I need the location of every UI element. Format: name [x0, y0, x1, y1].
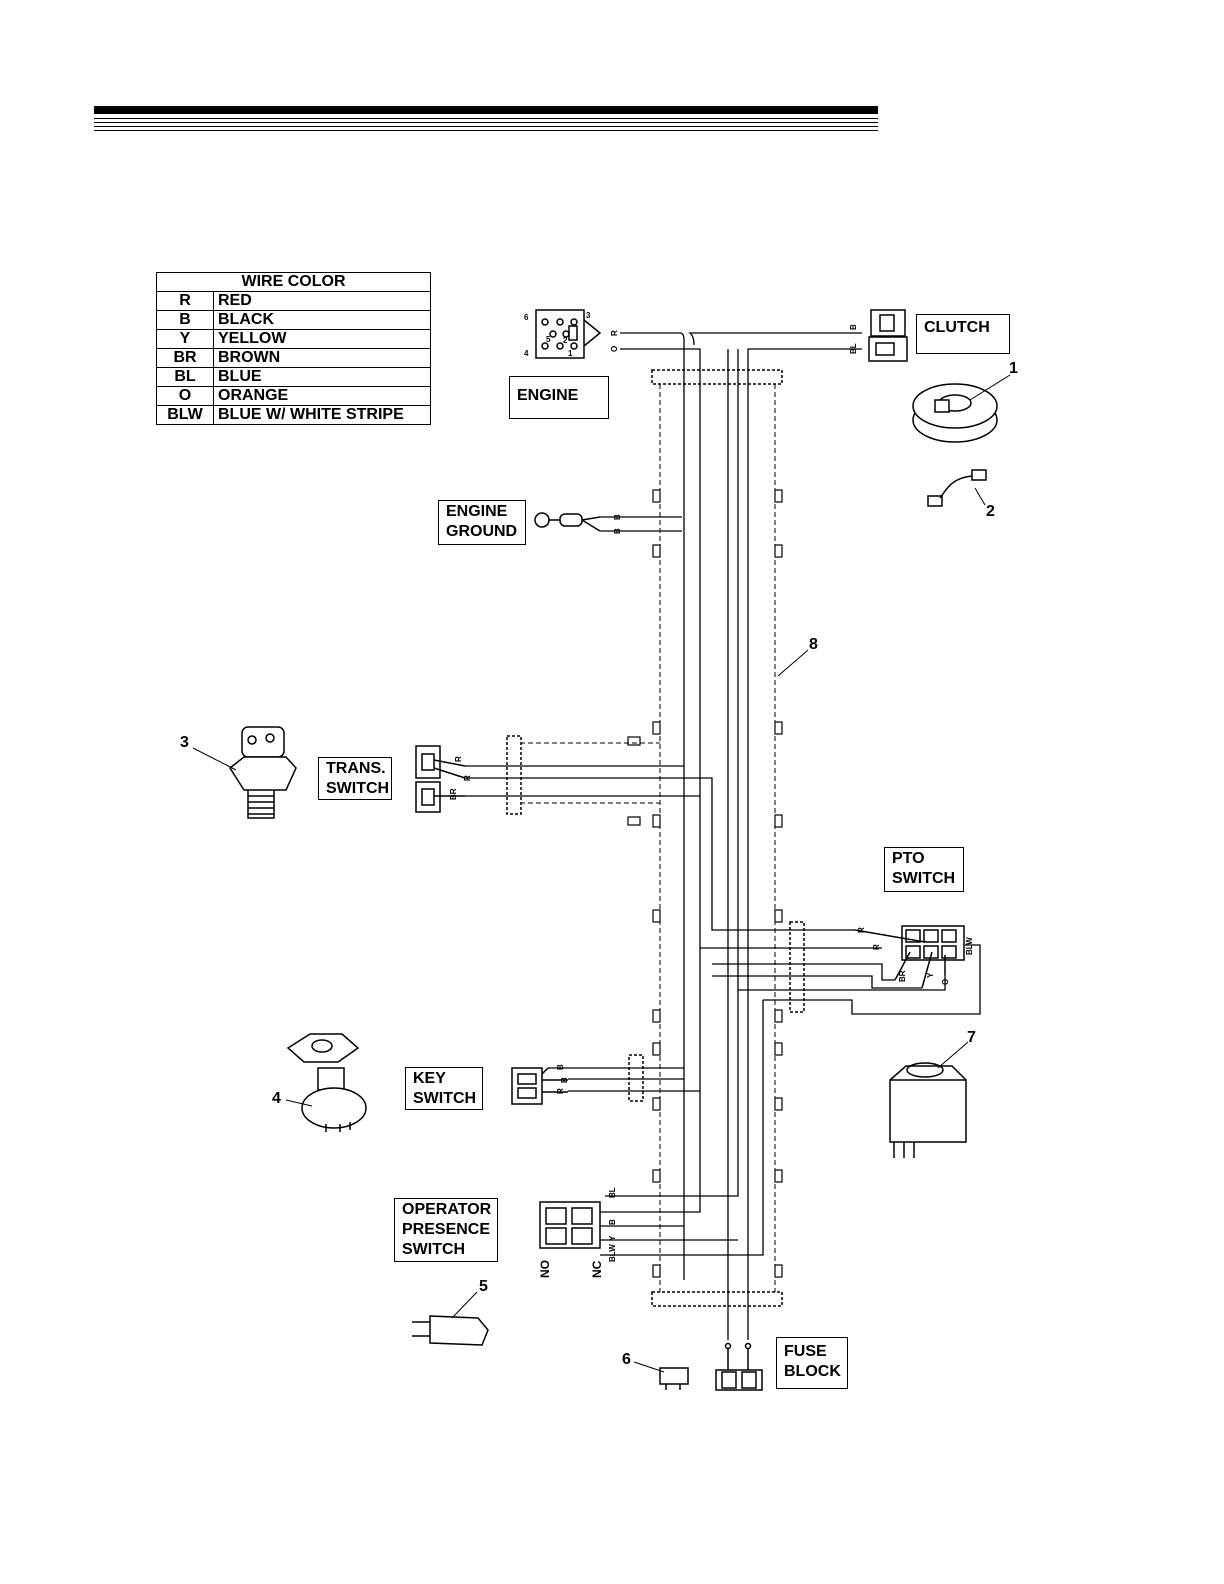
harness-part-illustration — [928, 470, 986, 506]
key-switch-part-illustration — [288, 1034, 366, 1132]
clutch-connector — [869, 310, 907, 361]
pto-switch-part-illustration — [890, 1063, 966, 1158]
clutch-label-box: CLUTCH — [916, 314, 1010, 354]
wire-label: B — [608, 1219, 617, 1225]
clutch-part-illustration — [913, 384, 997, 442]
callout-1: 1 — [1009, 360, 1018, 378]
wire-label: R — [556, 1088, 565, 1094]
harness-clips — [628, 490, 782, 1277]
wire-label: R — [610, 330, 619, 336]
engine-ground-terminal — [535, 513, 600, 531]
engine-pin-label: 2 — [563, 336, 568, 345]
operator-switch-label-box: OPERATOR PRESENCE SWITCH — [394, 1198, 498, 1262]
harness-clamp-top — [652, 370, 782, 384]
key-switch-label-box: KEY SWITCH — [405, 1067, 483, 1110]
pto-switch-label-box: PTO SWITCH — [884, 847, 964, 892]
trans-switch-connector — [416, 746, 465, 812]
wire-label: BR — [898, 970, 907, 982]
wire-label: B — [556, 1064, 565, 1070]
wire-label: BR — [449, 788, 458, 800]
callout-8: 8 — [809, 636, 818, 654]
wire-label: Y — [926, 972, 935, 978]
engine-pin-label: 1 — [568, 349, 573, 358]
harness-clamp-bottom — [652, 1292, 782, 1306]
key-switch-connector — [512, 1068, 568, 1104]
wire-label: R — [454, 756, 463, 762]
wire-label: Y — [608, 1235, 617, 1241]
wire-label: BLW — [608, 1244, 617, 1262]
engine-label-box: ENGINE — [509, 376, 609, 419]
wire-label: O — [610, 346, 619, 352]
callout-2: 2 — [986, 503, 995, 521]
fuse-part-illustration — [660, 1368, 688, 1390]
no-label: NO — [538, 1260, 552, 1278]
callout-7: 7 — [967, 1029, 976, 1047]
wire-label: B — [613, 528, 622, 534]
trans-clamp — [507, 736, 521, 814]
nc-label: NC — [590, 1260, 604, 1278]
callout-4: 4 — [272, 1090, 281, 1108]
pto-clamp — [790, 922, 804, 1012]
wire-label: R — [463, 775, 472, 781]
wire-label: R — [857, 927, 866, 933]
fuse-block-label-box: FUSE BLOCK — [776, 1337, 848, 1389]
wire-label: B — [849, 324, 858, 330]
trunk-wires — [465, 333, 980, 1340]
wire-label: BL — [849, 343, 858, 354]
engine-pin-label: 6 — [524, 313, 529, 322]
callout-5: 5 — [479, 1278, 488, 1296]
wire-label: B — [613, 514, 622, 520]
callout-3: 3 — [180, 734, 189, 752]
key-clamp — [629, 1055, 643, 1101]
engine-pin-label: 4 — [524, 349, 529, 358]
trans-switch-part-illustration — [230, 727, 296, 818]
engine-pin-label: 5 — [546, 335, 551, 344]
wire-label: BLW — [965, 937, 974, 955]
engine-pin-label: 3 — [586, 311, 591, 320]
operator-switch-part-illustration — [412, 1316, 488, 1345]
trans-switch-label-box: TRANS. SWITCH — [318, 757, 392, 800]
fuse-block-drawing — [716, 1344, 762, 1391]
wire-label: B — [560, 1077, 569, 1083]
wire-label: O — [941, 979, 950, 985]
wire-label: R — [872, 944, 881, 950]
wire-label: BL — [608, 1187, 617, 1198]
engine-ground-label-box: ENGINE GROUND — [438, 500, 526, 545]
callout-6: 6 — [622, 1351, 631, 1369]
operator-connector — [540, 1202, 600, 1248]
